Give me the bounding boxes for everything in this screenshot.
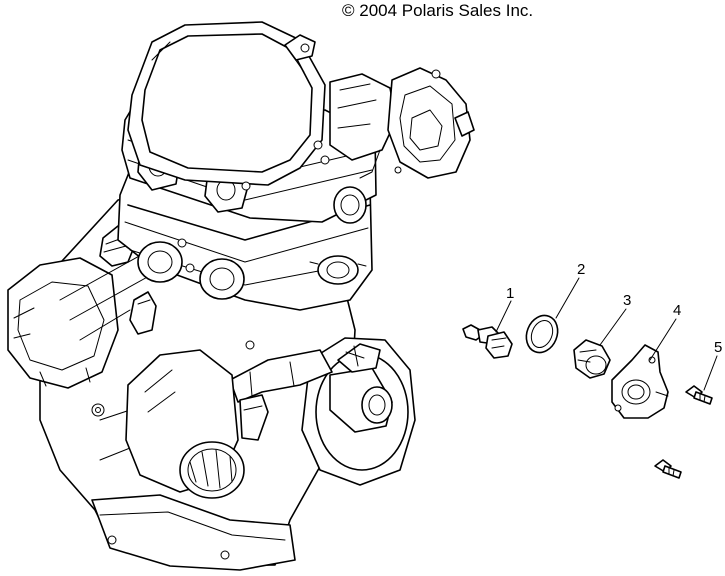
copyright-text: © 2004 Polaris Sales Inc. xyxy=(342,1,534,20)
callout-5: 5 xyxy=(703,339,722,391)
callout-label-1: 1 xyxy=(506,285,514,302)
callout-3: 3 xyxy=(599,292,631,346)
part-5-bolts xyxy=(654,385,713,479)
part-4-thermostat-housing xyxy=(611,344,669,419)
callout-1: 1 xyxy=(495,285,514,333)
part-3-thermostat xyxy=(573,339,611,379)
callout-label-3: 3 xyxy=(623,292,631,309)
callout-2: 2 xyxy=(555,261,585,319)
callout-label-4: 4 xyxy=(673,302,681,319)
callout-4: 4 xyxy=(649,302,681,361)
callout-label-5: 5 xyxy=(714,339,722,356)
part-2-o-ring xyxy=(525,314,559,354)
engine-assembly xyxy=(7,21,475,571)
part-1-temperature-sensor xyxy=(462,324,513,359)
callout-label-2: 2 xyxy=(577,261,585,278)
